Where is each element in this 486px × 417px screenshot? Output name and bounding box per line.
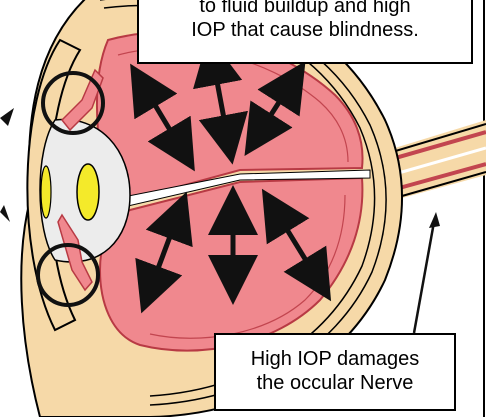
- nerve-pointer-arrow: [414, 212, 440, 333]
- pupil-highlight: [77, 164, 99, 220]
- callout-bottom-line-1: High IOP damages: [216, 347, 454, 371]
- callout-fluid-buildup: to fluid buildup and high IOP that cause…: [137, 0, 473, 64]
- outflow-arrows: [0, 108, 14, 222]
- iris-highlight: [41, 166, 51, 218]
- outflow-arrow-upper: [0, 108, 14, 126]
- outflow-arrow-lower: [0, 205, 10, 222]
- callout-top-line-2: IOP that cause blindness.: [139, 18, 471, 42]
- callout-nerve-damage: High IOP damages the occular Nerve: [214, 333, 456, 411]
- callout-top-line-1: to fluid buildup and high: [139, 0, 471, 18]
- callout-bottom-line-2: the occular Nerve: [216, 371, 454, 395]
